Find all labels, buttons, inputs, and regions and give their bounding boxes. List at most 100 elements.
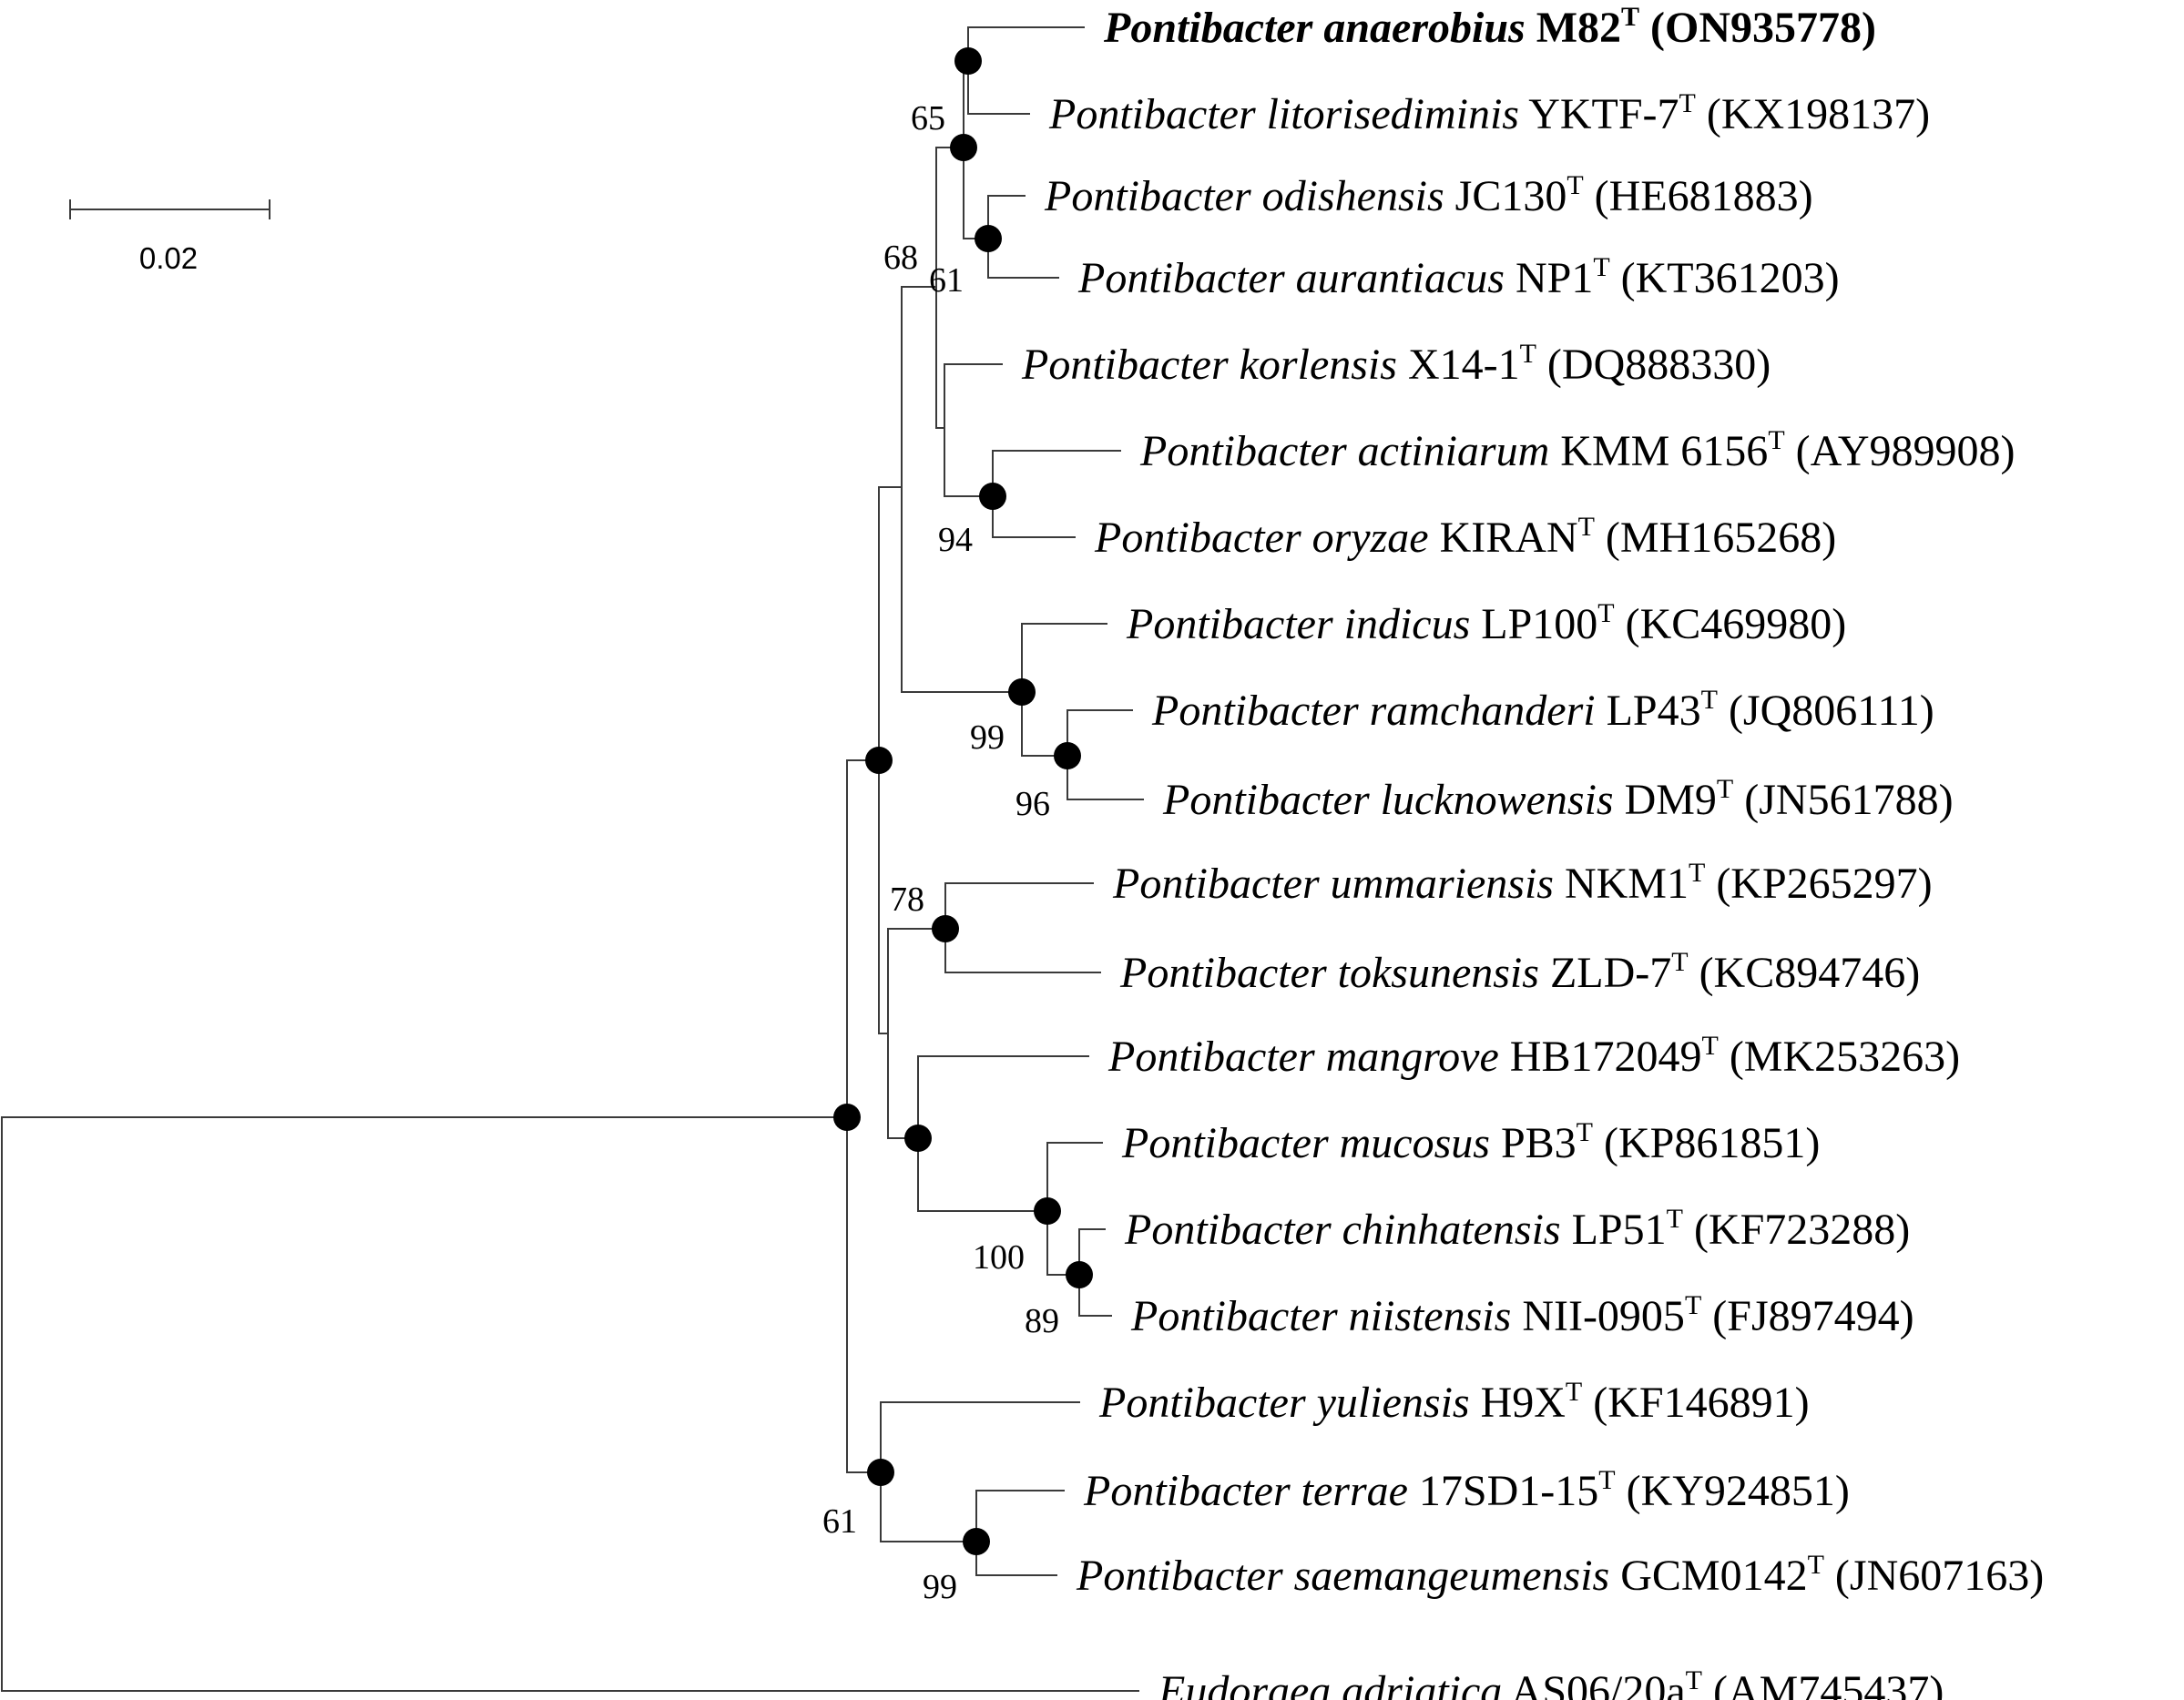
strain-name: ZLD-7 (1539, 949, 1671, 997)
taxon-label-toksunensis: Pontibacter toksunensis ZLD-7T (KC894746… (1119, 947, 1920, 997)
node-pontibacter-marker (833, 1104, 861, 1131)
accession-number: (JN561788) (1733, 776, 1953, 824)
accession-number: (KT361203) (1610, 254, 1840, 302)
taxon-name: Pontibacter yuliensis (1098, 1379, 1470, 1427)
type-strain-mark: T (1685, 1290, 1701, 1320)
node-anaerobius-litorisediminis-marker (954, 47, 982, 75)
accession-number: (KC894746) (1689, 949, 1921, 997)
taxon-name: Pontibacter anaerobius (1103, 4, 1526, 52)
bootstrap-value: 61 (929, 261, 964, 300)
node-actiniarum-oryzae-marker (979, 483, 1006, 510)
type-strain-mark: T (1701, 685, 1718, 715)
strain-name: LP43 (1596, 687, 1701, 735)
node-odishensis-aurantiacus-marker (975, 225, 1002, 252)
taxon-name: Pontibacter actiniarum (1139, 427, 1549, 475)
taxon-label-litorisediminis: Pontibacter litorisediminis YKTF-7T (KX1… (1048, 88, 1930, 138)
taxon-name: Pontibacter indicus (1126, 600, 1470, 648)
accession-number: (FJ897494) (1701, 1292, 1914, 1340)
strain-name: AS06/20a (1502, 1667, 1685, 1700)
taxon-name: Pontibacter mucosus (1121, 1119, 1490, 1167)
strain-name: LP51 (1561, 1206, 1667, 1254)
accession-number: (KX198137) (1696, 90, 1930, 138)
bootstrap-value: 96 (1015, 785, 1050, 823)
bootstrap-value: 99 (970, 718, 1005, 757)
taxon-label-adriatica: Eudoraea adriatica AS06/20aT (AM745437) (1158, 1665, 1944, 1700)
accession-number: (MK253263) (1719, 1033, 1960, 1081)
taxon-label-actiniarum: Pontibacter actiniarum KMM 6156T (AY9899… (1139, 425, 2016, 475)
node-ramchanderi-lucknowensis-marker (1054, 742, 1081, 769)
taxon-label-korlensis: Pontibacter korlensis X14-1T (DQ888330) (1021, 339, 1771, 389)
strain-name: DM9 (1614, 776, 1717, 824)
accession-number: (AM745437) (1702, 1667, 1944, 1700)
accession-number: (JQ806111) (1718, 687, 1934, 735)
taxon-label-terrae: Pontibacter terrae 17SD1-15T (KY924851) (1083, 1465, 1850, 1515)
strain-name: X14-1 (1397, 341, 1520, 389)
strain-name: HB172049 (1499, 1033, 1702, 1081)
taxon-label-indicus: Pontibacter indicus LP100T (KC469980) (1126, 598, 1846, 648)
taxon-label-niistensis: Pontibacter niistensis NII-0905T (FJ8974… (1130, 1290, 1914, 1340)
accession-number: (MH165268) (1595, 514, 1836, 562)
taxon-label-yuliensis: Pontibacter yuliensis H9XT (KF146891) (1098, 1377, 1810, 1427)
taxon-labels: Pontibacter anaerobius M82T (ON935778)Po… (1021, 2, 2044, 1700)
taxon-name: Pontibacter terrae (1083, 1467, 1408, 1515)
strain-name: YKTF-7 (1519, 90, 1679, 138)
taxon-label-chinhatensis: Pontibacter chinhatensis LP51T (KF723288… (1124, 1204, 1910, 1254)
taxon-name: Pontibacter ramchanderi (1151, 687, 1596, 735)
bootstrap-value: 100 (973, 1238, 1025, 1277)
strain-name: NP1 (1505, 254, 1593, 302)
taxon-name: Pontibacter toksunensis (1119, 949, 1539, 997)
node-mucosus-group-marker (1034, 1197, 1061, 1225)
type-strain-mark: T (1701, 1031, 1718, 1061)
node-ummariensis-toksunensis-marker (932, 915, 959, 942)
strain-name: 17SD1-15 (1408, 1467, 1598, 1515)
type-strain-mark: T (1717, 774, 1733, 804)
taxon-name: Pontibacter korlensis (1021, 341, 1397, 389)
accession-number: (DQ888330) (1536, 341, 1771, 389)
taxon-name: Pontibacter saemangeumensis (1076, 1552, 1609, 1600)
taxon-name: Eudoraea adriatica (1158, 1667, 1502, 1700)
type-strain-mark: T (1667, 1204, 1683, 1234)
strain-name: H9X (1470, 1379, 1566, 1427)
strain-name: KIRAN (1429, 514, 1578, 562)
accession-number: (KF723288) (1683, 1206, 1910, 1254)
type-strain-mark: T (1578, 512, 1595, 542)
type-strain-mark: T (1597, 598, 1614, 628)
taxon-label-mangrove: Pontibacter mangrove HB172049T (MK253263… (1107, 1031, 1960, 1081)
taxon-name: Pontibacter aurantiacus (1077, 254, 1505, 302)
bootstrap-value: 78 (890, 881, 924, 919)
strain-name: M82 (1526, 4, 1621, 52)
strain-name: PB3 (1490, 1119, 1577, 1167)
type-strain-mark: T (1671, 947, 1688, 977)
type-strain-mark: T (1808, 1550, 1824, 1580)
accession-number: (KF146891) (1582, 1379, 1809, 1427)
taxon-name: Pontibacter mangrove (1107, 1033, 1499, 1081)
taxon-name: Pontibacter chinhatensis (1124, 1206, 1561, 1254)
type-strain-mark: T (1520, 339, 1536, 369)
node-terrae-saemangeumensis-marker (963, 1528, 990, 1555)
taxon-label-oryzae: Pontibacter oryzae KIRANT (MH165268) (1094, 512, 1836, 562)
node-indicus-group-marker (1008, 678, 1036, 706)
type-strain-mark: T (1686, 1665, 1702, 1695)
taxon-name: Pontibacter litorisediminis (1048, 90, 1519, 138)
taxon-label-odishensis: Pontibacter odishensis JC130T (HE681883) (1044, 170, 1813, 220)
taxon-label-lucknowensis: Pontibacter lucknowensis DM9T (JN561788) (1162, 774, 1954, 824)
taxon-name: Pontibacter niistensis (1130, 1292, 1511, 1340)
strain-name: LP100 (1470, 600, 1597, 648)
node-chinhatensis-niistensis-marker (1066, 1261, 1093, 1288)
taxon-label-aurantiacus: Pontibacter aurantiacus NP1T (KT361203) (1077, 252, 1840, 302)
node-yuliensis-group-marker (867, 1459, 894, 1486)
accession-number: (AY989908) (1785, 427, 2016, 475)
type-strain-mark: T (1768, 425, 1784, 455)
strain-name: GCM0142 (1609, 1552, 1807, 1600)
scale-bar-group: 0.02 (69, 199, 270, 275)
bootstrap-value: 89 (1025, 1302, 1059, 1340)
node-main-clade-marker (865, 747, 893, 774)
type-strain-mark: T (1621, 2, 1639, 32)
accession-number: (JN607163) (1824, 1552, 2044, 1600)
accession-number: (KP265297) (1705, 860, 1932, 908)
scale-bar-label: 0.02 (139, 241, 198, 275)
taxon-label-ramchanderi: Pontibacter ramchanderi LP43T (JQ806111) (1151, 685, 1934, 735)
strain-name: NKM1 (1554, 860, 1689, 908)
